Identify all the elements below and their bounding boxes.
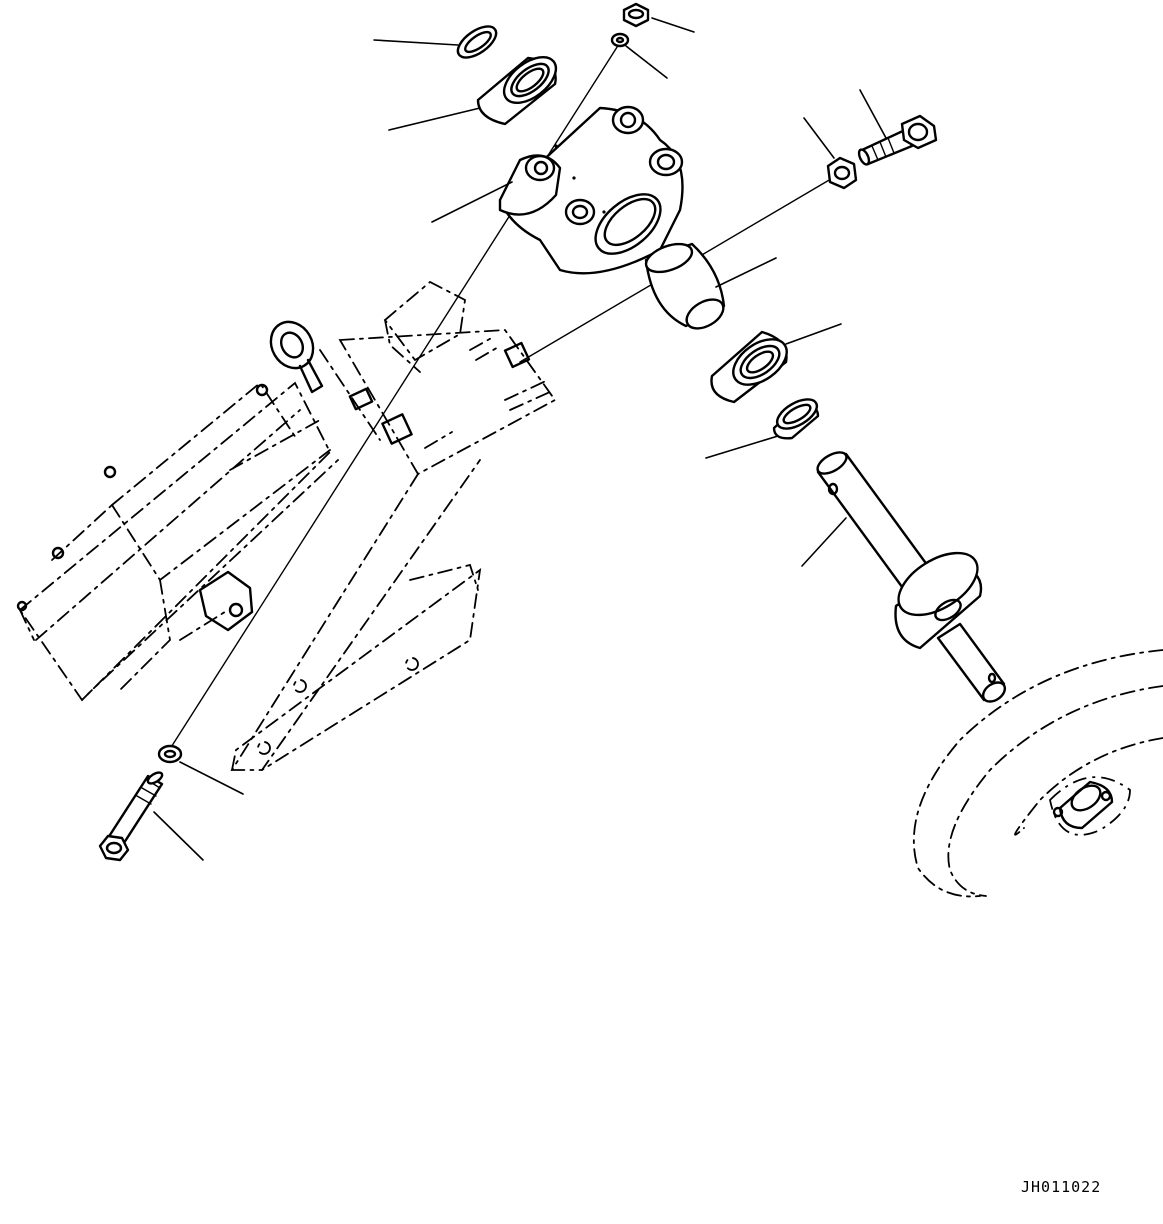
seal-ring-upper bbox=[374, 20, 501, 63]
nut-hex-right bbox=[804, 118, 856, 188]
washer-small-top bbox=[612, 34, 667, 78]
bolt-hex-right bbox=[857, 90, 936, 166]
pivot-shaft bbox=[802, 448, 1008, 705]
long-bolt-bottom bbox=[100, 770, 203, 860]
drawing-code-label: JH011022 bbox=[1021, 1178, 1102, 1196]
bearing-housing bbox=[432, 107, 683, 273]
seal-ring-lower bbox=[706, 393, 822, 458]
frame-bracket-reference bbox=[18, 282, 555, 770]
idler-wheel-reference bbox=[914, 650, 1163, 896]
bearing-lower bbox=[711, 324, 841, 402]
bearing-upper bbox=[389, 48, 564, 130]
washer-bottom bbox=[159, 746, 243, 794]
nut-small-top bbox=[624, 4, 694, 32]
spacer-collar bbox=[642, 239, 776, 335]
